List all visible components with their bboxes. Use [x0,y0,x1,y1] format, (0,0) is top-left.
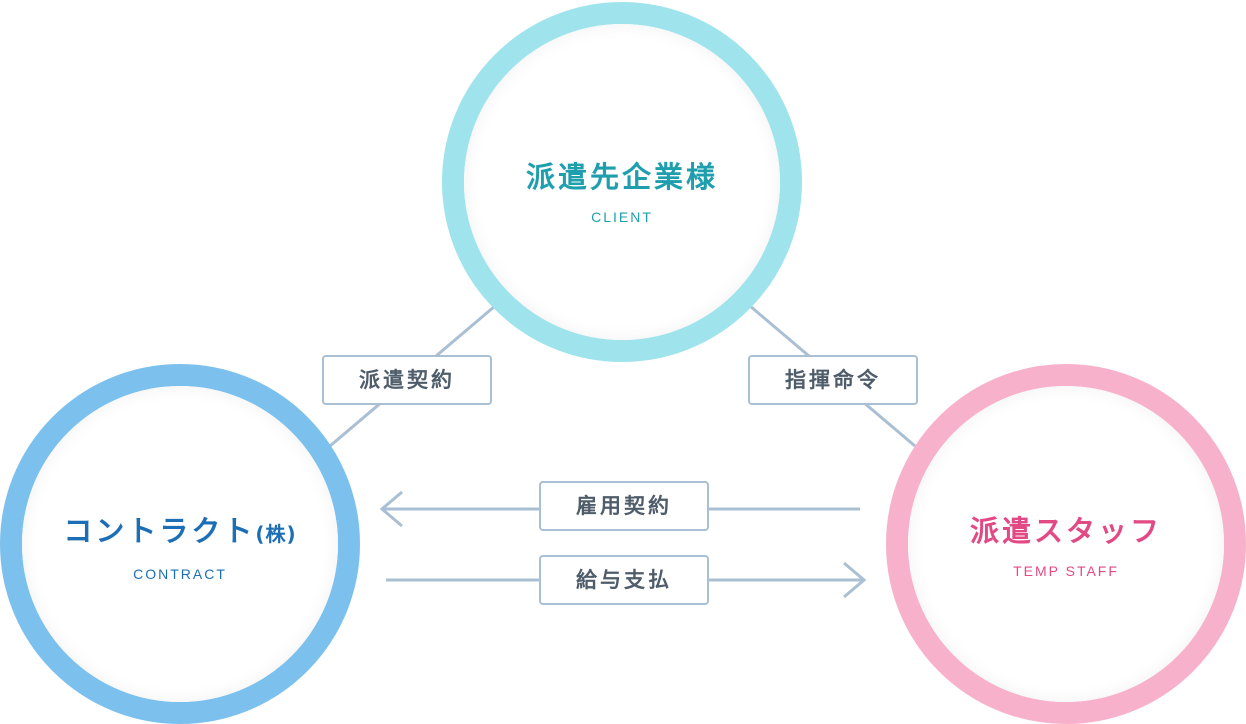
staff-node: 派遣スタッフ TEMP STAFF [886,364,1246,724]
staff-subtitle: TEMP STAFF [1013,563,1119,579]
contract-name: コントラクト(株) [63,514,297,548]
relation-label-command: 指揮命令 [748,355,918,405]
relation-label-dispatch-contract: 派遣契約 [322,355,492,405]
contract-subtitle: CONTRACT [133,566,227,582]
arrow-head-right-icon [843,561,867,599]
contract-node: コントラクト(株) CONTRACT [0,364,360,724]
client-name: 派遣先企業様 [525,160,718,194]
staff-name: 派遣スタッフ [969,514,1162,548]
client-node: 派遣先企業様 CLIENT [442,2,802,362]
contract-name-suffix: (株) [255,522,297,546]
relation-label-salary-payment: 給与支払 [539,555,709,605]
client-subtitle: CLIENT [591,209,653,225]
relation-label-employment-contract: 雇用契約 [539,481,709,531]
arrow-head-left-icon [379,490,403,528]
